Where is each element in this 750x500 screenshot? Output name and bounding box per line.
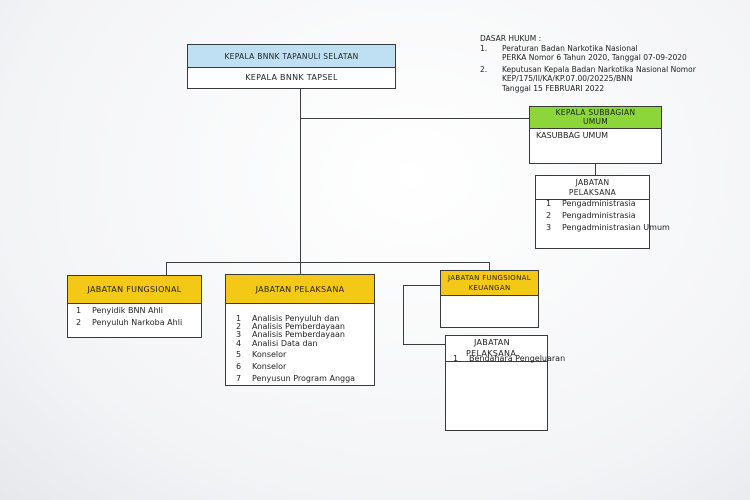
subbag-header: KEPALA SUBBAGIAN UMUM [530, 107, 661, 129]
subbag-pelaksana-title-line2: PELAKSANA [568, 188, 617, 197]
legal-item-2-num: 2. [480, 65, 488, 74]
subbag-title-line2: UMUM [582, 117, 609, 126]
subbag-pelaksana-box: JABATAN PELAKSANA [535, 175, 650, 249]
subbag-holder: KASUBBAG UMUM [536, 131, 609, 140]
legal-item-1-line2: PERKA Nomor 6 Tahun 2020, Tanggal 07-09-… [502, 53, 687, 62]
keuangan-pelaksana-title-line2: PELAKSANA [466, 349, 517, 358]
keuangan-header: JABATAN FUNGSIONAL KEUANGAN [441, 271, 538, 296]
connector-main-vertical [300, 89, 301, 263]
subbag-pelaksana-header: JABATAN PELAKSANA [536, 176, 649, 200]
keuangan-pelaksana-title-line1: JABATAN [474, 338, 510, 347]
legal-title: DASAR HUKUM : [480, 34, 542, 43]
bracket-bottom [403, 344, 445, 345]
legal-item-1-num: 1. [480, 44, 488, 53]
fungsional-title: JABATAN FUNGSIONAL [68, 276, 201, 304]
connector-to-subbag [300, 118, 529, 119]
legal-item-2-line3: Tanggal 15 FEBRUARI 2022 [502, 84, 605, 93]
bracket-top [403, 285, 440, 286]
subbag-box: KEPALA SUBBAGIAN UMUM KASUBBAG UMUM [529, 106, 662, 164]
legal-item-2-line1: Keputusan Kepala Badan Narkotika Nasiona… [502, 65, 696, 74]
legal-item-2-line2: KEP/175/II/KA/KP.07.00/20225/BNN [502, 74, 633, 83]
keuangan-title-line2: KEUANGAN [468, 284, 511, 292]
subbag-title-line1: KEPALA SUBBAGIAN [555, 108, 636, 117]
fungsional-box: JABATAN FUNGSIONAL [67, 275, 202, 338]
keuangan-title-line1: JABATAN FUNGSIONAL [448, 274, 531, 282]
connector-horizontal-bottom [166, 262, 489, 263]
legal-item-1-line1: Peraturan Badan Narkotika Nasional [502, 44, 638, 53]
pelaksana-title: JABATAN PELAKSANA [226, 275, 374, 304]
head-holder: KEPALA BNNK TAPSEL [245, 73, 338, 82]
keuangan-box: JABATAN FUNGSIONAL KEUANGAN [440, 270, 539, 328]
connector-pelaksana [300, 262, 301, 274]
head-box: KEPALA BNNK TAPANULI SELATAN KEPALA BNNK… [187, 44, 396, 89]
connector-fungsional [166, 262, 167, 275]
bracket-vertical [403, 285, 404, 344]
connector-keuangan [489, 262, 490, 270]
head-title: KEPALA BNNK TAPANULI SELATAN [188, 45, 395, 68]
subbag-pelaksana-title-line1: JABATAN [575, 178, 610, 187]
keuangan-pelaksana-header: JABATAN PELAKSANA [446, 336, 547, 362]
keuangan-pelaksana-box: JABATAN PELAKSANA [445, 335, 548, 431]
connector-subbag-pelaksana [595, 164, 596, 175]
pelaksana-box: JABATAN PELAKSANA [225, 274, 375, 386]
